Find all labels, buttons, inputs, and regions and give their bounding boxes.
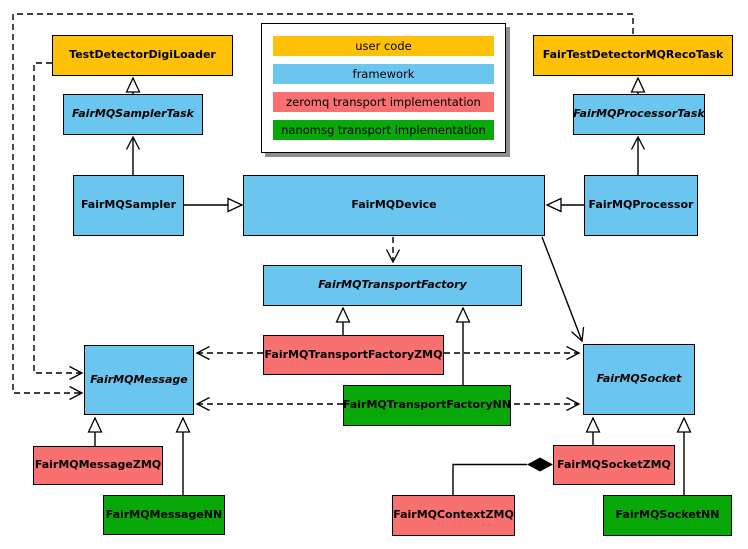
edge-contextzmq-socketzmq	[452, 463, 527, 496]
edge-digiloader-message	[33, 62, 84, 381]
node-fairmqtransportfactory: FairMQTransportFactory	[263, 265, 522, 306]
legend-box: user code framework zeromq transport imp…	[261, 23, 506, 153]
node-fairmqcontextzmq: FairMQContextZMQ	[392, 495, 515, 536]
legend-item-user-code: user code	[273, 36, 494, 56]
legend-item-nanomsg: nanomsg transport implementation	[273, 120, 494, 140]
node-testdetectordigiloader: TestDetectorDigiLoader	[52, 35, 233, 76]
node-fairmqprocessor: FairMQProcessor	[584, 175, 698, 236]
node-fairmqtransportfactoryzmq: FairMQTransportFactoryZMQ	[263, 335, 444, 375]
node-fairmqdevice: FairMQDevice	[243, 175, 545, 236]
composition-diamond-icon	[527, 457, 553, 472]
node-fairmqsocketzmq: FairMQSocketZMQ	[553, 445, 675, 485]
node-fairmqmessagezmq: FairMQMessageZMQ	[33, 446, 163, 485]
node-fairmqsocket: FairMQSocket	[583, 344, 695, 415]
node-fairmqsocketnn: FairMQSocketNN	[603, 495, 732, 536]
legend-item-framework: framework	[273, 64, 494, 84]
node-fairmqsampler: FairMQSampler	[73, 175, 184, 236]
edge-device-socket	[541, 236, 585, 343]
edge-recotask-message	[12, 13, 634, 401]
legend-item-zeromq: zeromq transport implementation	[273, 92, 494, 112]
node-fairmqmessage: FairMQMessage	[84, 345, 194, 415]
node-fairmqsamplertask: FairMQSamplerTask	[63, 94, 203, 135]
node-fairmqprocessortask: FairMQProcessorTask	[573, 94, 705, 135]
node-fairmqtransportfactorynn: FairMQTransportFactoryNN	[343, 385, 511, 426]
node-fairmqmessagenn: FairMQMessageNN	[103, 495, 225, 535]
node-fairtestdetectormqrecotask: FairTestDetectorMQRecoTask	[533, 35, 733, 76]
